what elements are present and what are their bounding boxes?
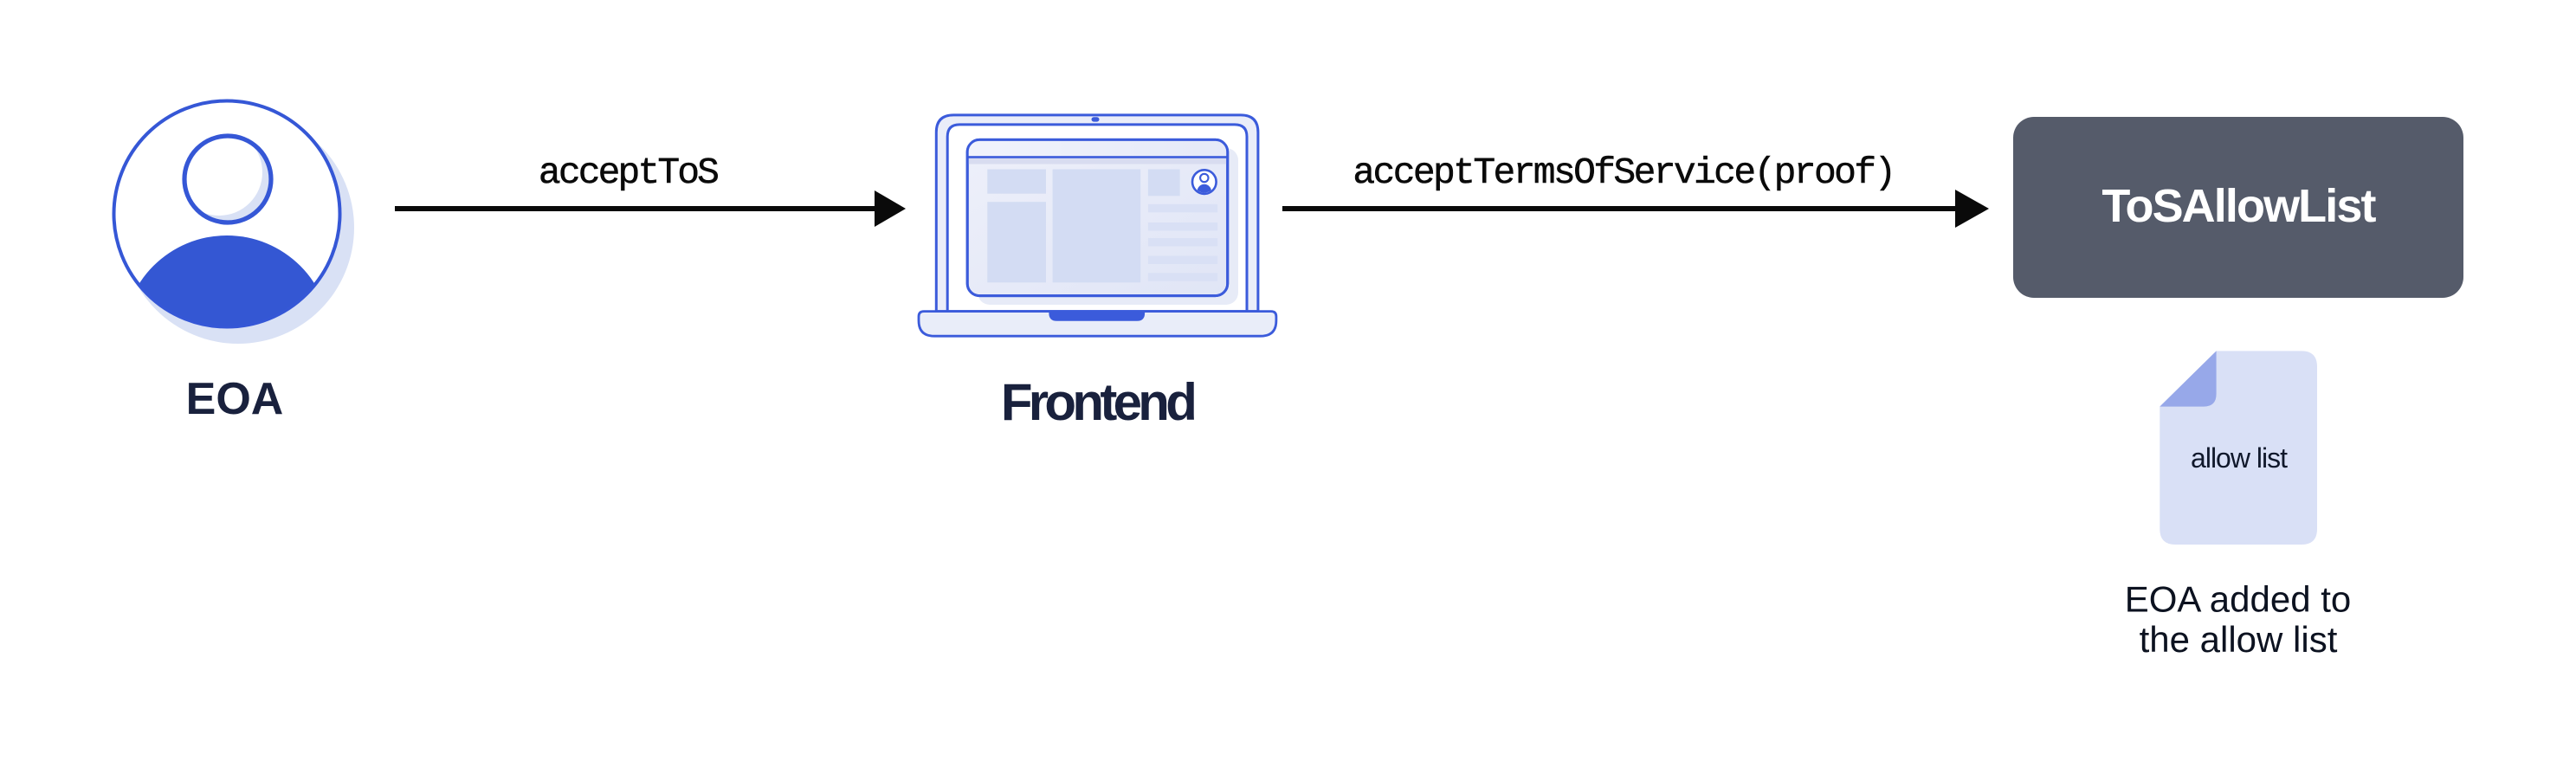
svg-text:acceptToS: acceptToS: [539, 152, 718, 194]
svg-text:EOA: EOA: [186, 374, 284, 424]
svg-text:EOA added to: EOA added to: [2125, 578, 2352, 619]
svg-text:Frontend: Frontend: [1001, 373, 1194, 431]
svg-text:ToSAllowList: ToSAllowList: [2101, 180, 2376, 232]
svg-text:allow list: allow list: [2191, 442, 2288, 474]
svg-text:the allow list: the allow list: [2140, 619, 2338, 660]
svg-text:acceptTermsOfService(proof): acceptTermsOfService(proof): [1353, 152, 1894, 194]
